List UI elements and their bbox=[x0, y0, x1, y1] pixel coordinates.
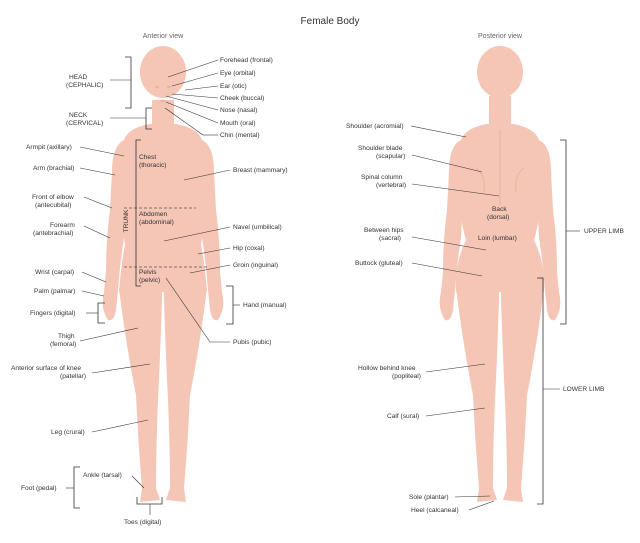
label-knee-1: Anterior surface of knee bbox=[11, 365, 81, 372]
label-neck-1: NECK bbox=[69, 112, 88, 119]
label-leg: Leg (crural) bbox=[51, 429, 85, 436]
label-pelvis-2: (pelvic) bbox=[139, 277, 160, 284]
label-armpit: Armpit (axillary) bbox=[26, 144, 72, 151]
label-chest-1: Chest bbox=[139, 154, 156, 161]
label-fingers: Fingers (digital) bbox=[30, 310, 75, 317]
label-groin: Groin (inguinal) bbox=[233, 262, 278, 269]
label-loin: Loin (lumbar) bbox=[478, 235, 517, 242]
label-hollow-knee-1: Hollow behind knee bbox=[358, 365, 416, 372]
label-arm: Arm (brachial) bbox=[33, 165, 74, 172]
anterior-view-caption: Anterior view bbox=[143, 33, 184, 40]
label-back-2: (dorsal) bbox=[487, 214, 509, 221]
label-shoulder: Shoulder (acromial) bbox=[346, 123, 404, 130]
label-nose: Nose (nasal) bbox=[220, 107, 257, 114]
label-forehead: Forehead (frontal) bbox=[220, 57, 273, 64]
label-thigh-1: Thigh bbox=[58, 333, 75, 340]
label-chest-2: (thoracic) bbox=[139, 162, 166, 169]
label-ear: Ear (otic) bbox=[220, 83, 247, 90]
label-hollow-knee-2: (popliteal) bbox=[392, 373, 421, 380]
label-forearm-1: Forearm bbox=[50, 222, 75, 229]
label-foot: Foot (pedal) bbox=[21, 485, 57, 492]
label-head-2: (CEPHALIC) bbox=[66, 82, 103, 89]
label-lower-limb: LOWER LIMB bbox=[563, 386, 605, 393]
posterior-figure bbox=[439, 46, 561, 502]
label-trunk: TRUNK bbox=[123, 209, 130, 232]
label-back-1: Back bbox=[492, 206, 507, 213]
label-shoulder-blade-1: Shoulder blade bbox=[358, 145, 403, 152]
hand-bracket bbox=[226, 285, 234, 325]
label-cheek: Cheek (buccal) bbox=[220, 95, 264, 102]
label-palm: Palm (palmar) bbox=[34, 288, 75, 295]
upper-limb-bracket bbox=[560, 139, 567, 325]
label-eye: Eye (orbital) bbox=[220, 70, 256, 77]
label-shoulder-blade-2: (scapular) bbox=[376, 153, 405, 160]
label-forearm-2: (antebrachial) bbox=[33, 230, 73, 237]
anterior-figure bbox=[102, 46, 224, 502]
label-spinal-1: Spinal column bbox=[361, 174, 403, 181]
foot-bracket bbox=[73, 466, 80, 509]
label-heel: Heel (calcaneal) bbox=[411, 507, 459, 514]
label-wrist: Wrist (carpal) bbox=[35, 269, 74, 276]
label-abdomen-1: Abdomen bbox=[139, 211, 168, 218]
label-elbow-2: (antecubital) bbox=[35, 202, 71, 209]
label-pelvis-1: Pelvis bbox=[139, 269, 157, 276]
label-buttock: Buttock (gluteal) bbox=[355, 260, 403, 267]
label-breast: Breast (mammary) bbox=[233, 167, 288, 174]
neck-bracket bbox=[145, 107, 152, 130]
label-sole: Sole (plantar) bbox=[409, 494, 449, 501]
label-knee-2: (patellar) bbox=[60, 373, 86, 380]
label-chin: Chin (mental) bbox=[220, 132, 260, 139]
label-elbow-1: Front of elbow bbox=[32, 194, 74, 201]
label-hand: Hand (manual) bbox=[243, 302, 287, 309]
label-navel: Navel (umbilical) bbox=[233, 224, 282, 231]
label-pubis: Pubis (pubic) bbox=[233, 339, 271, 346]
label-toes: Toes (digital) bbox=[124, 519, 161, 526]
label-hip: Hip (coxal) bbox=[233, 245, 265, 252]
label-between-hips-2: (sacral) bbox=[379, 235, 401, 242]
label-between-hips-1: Between hips bbox=[364, 227, 404, 234]
label-spinal-2: (vertebral) bbox=[376, 182, 406, 189]
diagram-title: Female Body bbox=[301, 16, 360, 27]
label-mouth: Mouth (oral) bbox=[220, 120, 256, 127]
label-thigh-2: (femoral) bbox=[50, 341, 76, 348]
label-calf: Calf (sural) bbox=[387, 413, 419, 420]
label-abdomen-2: (abdominal) bbox=[139, 219, 174, 226]
label-upper-limb: UPPER LIMB bbox=[584, 228, 625, 235]
label-ankle: Ankle (tarsal) bbox=[83, 472, 122, 479]
lower-limb-bracket bbox=[537, 277, 544, 505]
label-head-1: HEAD bbox=[69, 74, 88, 81]
toes-bracket bbox=[136, 497, 163, 505]
head-bracket bbox=[125, 56, 132, 109]
label-neck-2: (CERVICAL) bbox=[66, 120, 103, 127]
posterior-view-caption: Posterior view bbox=[478, 33, 523, 40]
